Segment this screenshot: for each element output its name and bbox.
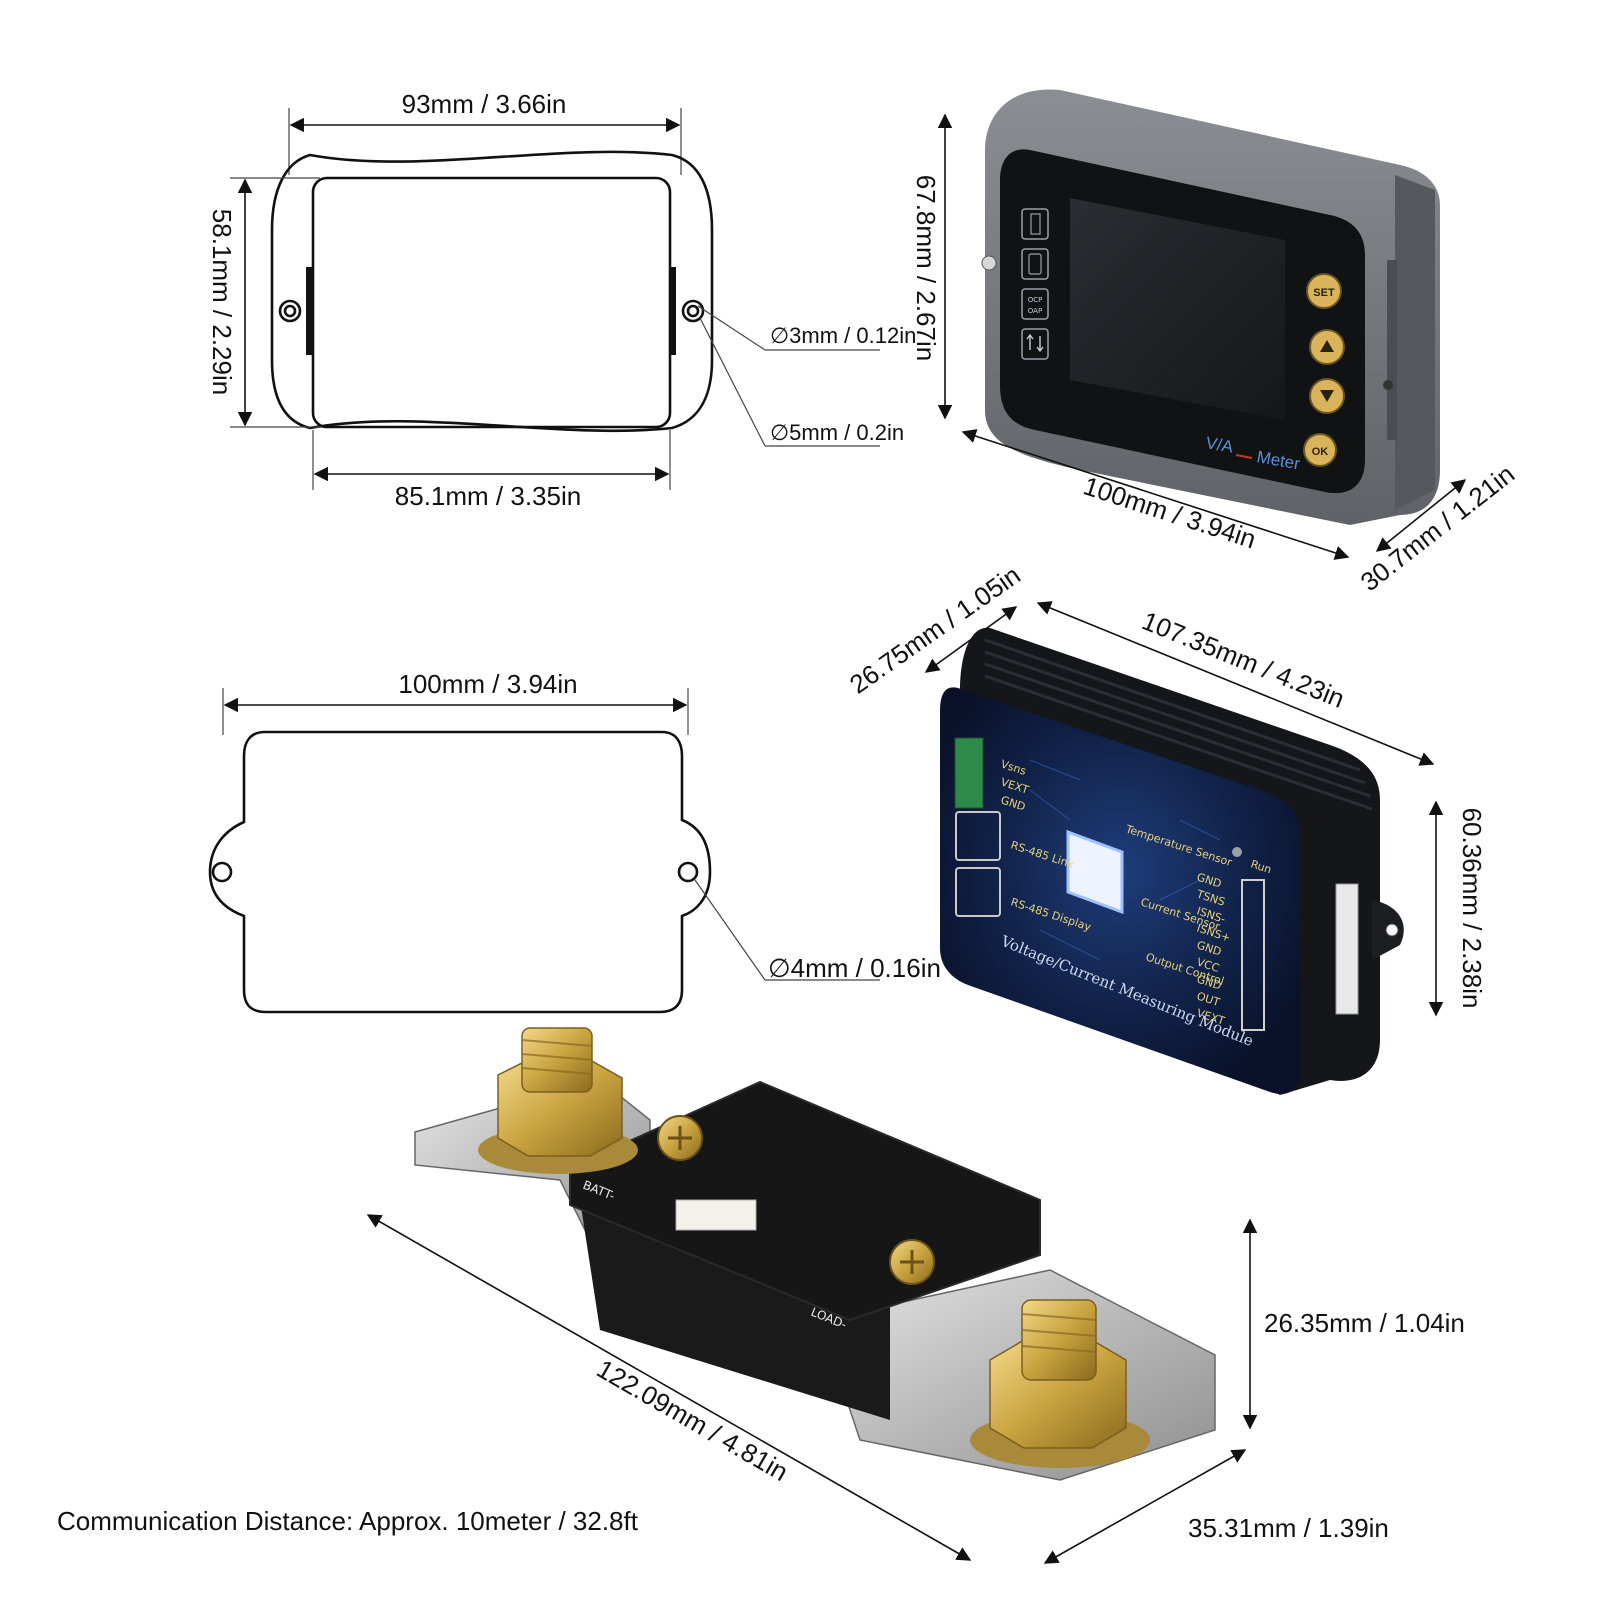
svg-text:OCP: OCP — [1028, 296, 1043, 304]
dim-hole-large: ∅5mm / 0.2in — [770, 420, 904, 445]
communication-note: Communication Distance: Approx. 10meter … — [57, 1506, 639, 1536]
up-arrow-icon — [1320, 340, 1334, 352]
measuring-module: 26.75mm / 1.05in 107.35mm / 4.23in 60.36… — [844, 560, 1487, 1095]
svg-text:OAP: OAP — [1028, 307, 1042, 315]
meter-display-unit: 67.8mm / 2.67in OCP OAP SET OK — [911, 89, 1520, 597]
dim-shunt-height: 26.35mm / 1.04in — [1264, 1308, 1465, 1338]
rs485-link-port — [955, 811, 1001, 861]
dim-mid-hole: ∅4mm / 0.16in — [768, 953, 941, 983]
meter-screen — [1070, 198, 1285, 420]
rs485-display-port — [955, 867, 1001, 917]
shunt-connector — [675, 1199, 757, 1231]
battery-key-icon[interactable] — [1021, 208, 1049, 240]
svg-text:SET: SET — [1313, 287, 1335, 299]
phone-key-icon[interactable] — [1021, 248, 1049, 280]
dim-top-height: 58.1mm / 2.29in — [207, 209, 237, 395]
mid-outline-drawing: 100mm / 3.94in ∅4mm / 0.16in — [208, 669, 941, 1014]
shunt-resistor: BATT- LOAD- — [366, 1027, 1465, 1564]
dim-shunt-width: 35.31mm / 1.39in — [1188, 1513, 1389, 1543]
dim-top-inner-width: 85.1mm / 3.35in — [395, 481, 581, 511]
swap-arrows-key-icon[interactable] — [1021, 328, 1049, 360]
dim-meter-height: 67.8mm / 2.67in — [911, 175, 941, 361]
set-button[interactable] — [1306, 273, 1342, 309]
down-arrow-icon — [1320, 390, 1334, 402]
terminal-bolt-left — [478, 1027, 638, 1174]
chip-icon — [1066, 829, 1124, 915]
dim-mid-width: 100mm / 3.94in — [398, 669, 577, 699]
dim-hole-small: ∅3mm / 0.12in — [770, 323, 916, 348]
run-led-icon — [1232, 847, 1242, 857]
svg-text:OK: OK — [1312, 446, 1329, 458]
terminal-block-right — [1241, 879, 1265, 1031]
top-outline-drawing: 93mm / 3.66in 58.1mm / 2.29in 85.1mm / 3… — [207, 89, 916, 511]
ocp-oap-key[interactable] — [1021, 288, 1049, 320]
dim-module-height: 60.36mm / 2.38in — [1457, 808, 1487, 1009]
side-connector — [1335, 883, 1359, 1015]
meter-left-keys: OCP OAP — [1021, 208, 1049, 360]
terminal-block-left — [954, 737, 984, 809]
svg-text:Run: Run — [1249, 857, 1273, 876]
dim-top-width: 93mm / 3.66in — [402, 89, 567, 119]
